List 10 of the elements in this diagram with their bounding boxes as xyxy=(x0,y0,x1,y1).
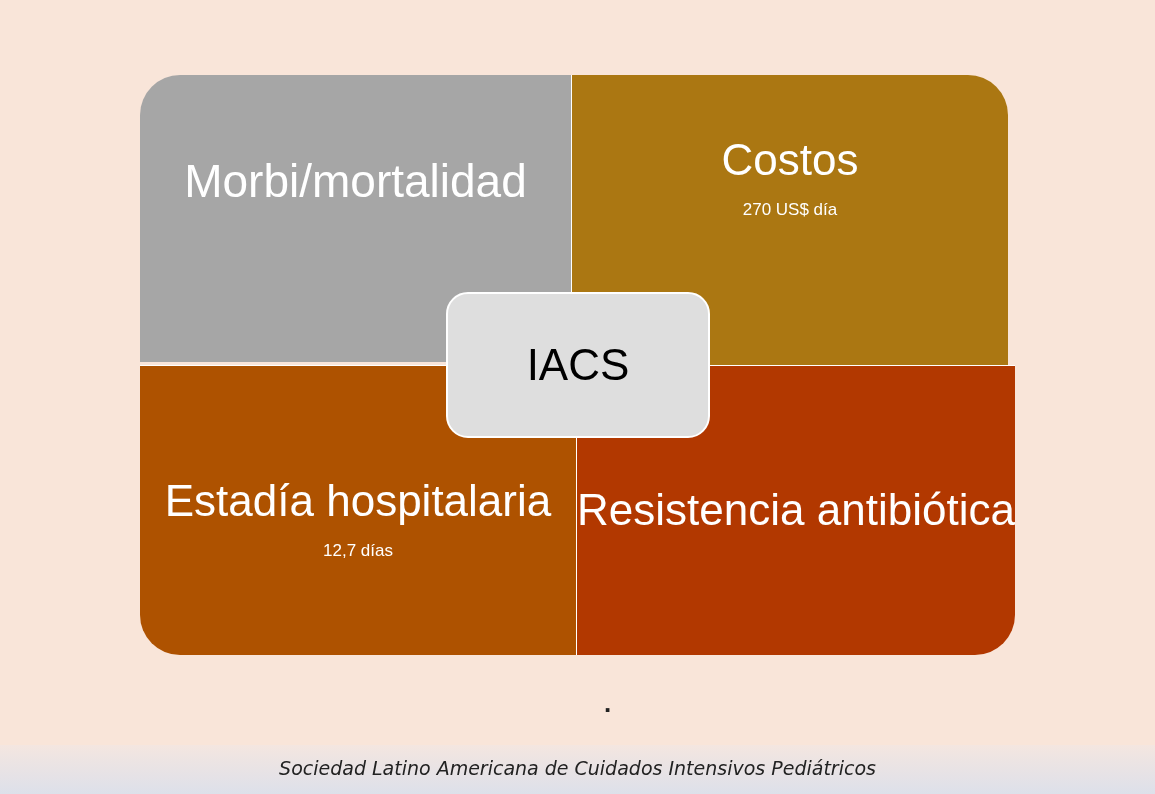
value-note: 12,7 días xyxy=(323,540,393,561)
heading: Morbi/mortalidad xyxy=(184,155,527,208)
heading: Estadía hospitalaria xyxy=(164,476,552,527)
heading: Resistencia antibiótica xyxy=(577,485,1015,536)
value-note: 270 US$ día xyxy=(742,199,838,220)
caption: Sociedad Latino Americana de Cuidados Intensivos Pediátricos xyxy=(278,757,877,779)
heading: IACS xyxy=(526,339,630,391)
heading: Costos xyxy=(721,135,859,186)
center-box xyxy=(446,292,710,438)
dot-mark: . xyxy=(604,688,612,719)
